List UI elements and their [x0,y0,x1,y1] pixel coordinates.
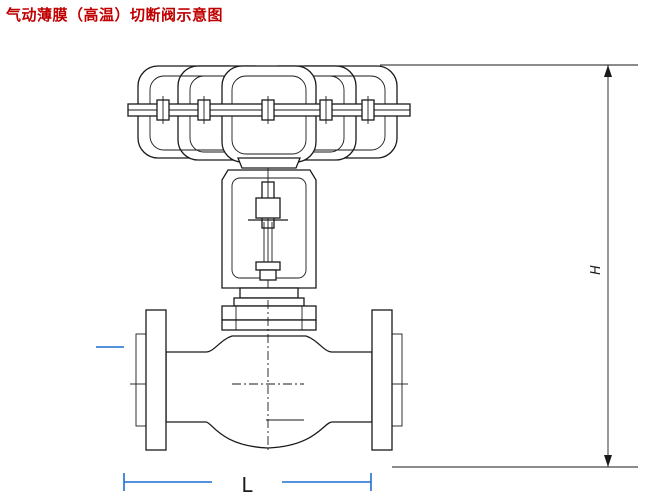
height-label: H [589,265,604,275]
length-dimension [96,346,372,491]
bonnet [221,305,317,331]
height-dimension [380,64,638,468]
page-title: 气动薄膜（高温）切断阀示意图 [6,6,224,24]
yoke [221,168,317,307]
length-label: L [241,473,253,497]
valve-body [130,300,408,451]
bolt-group [156,96,375,124]
actuator-head [127,65,411,169]
